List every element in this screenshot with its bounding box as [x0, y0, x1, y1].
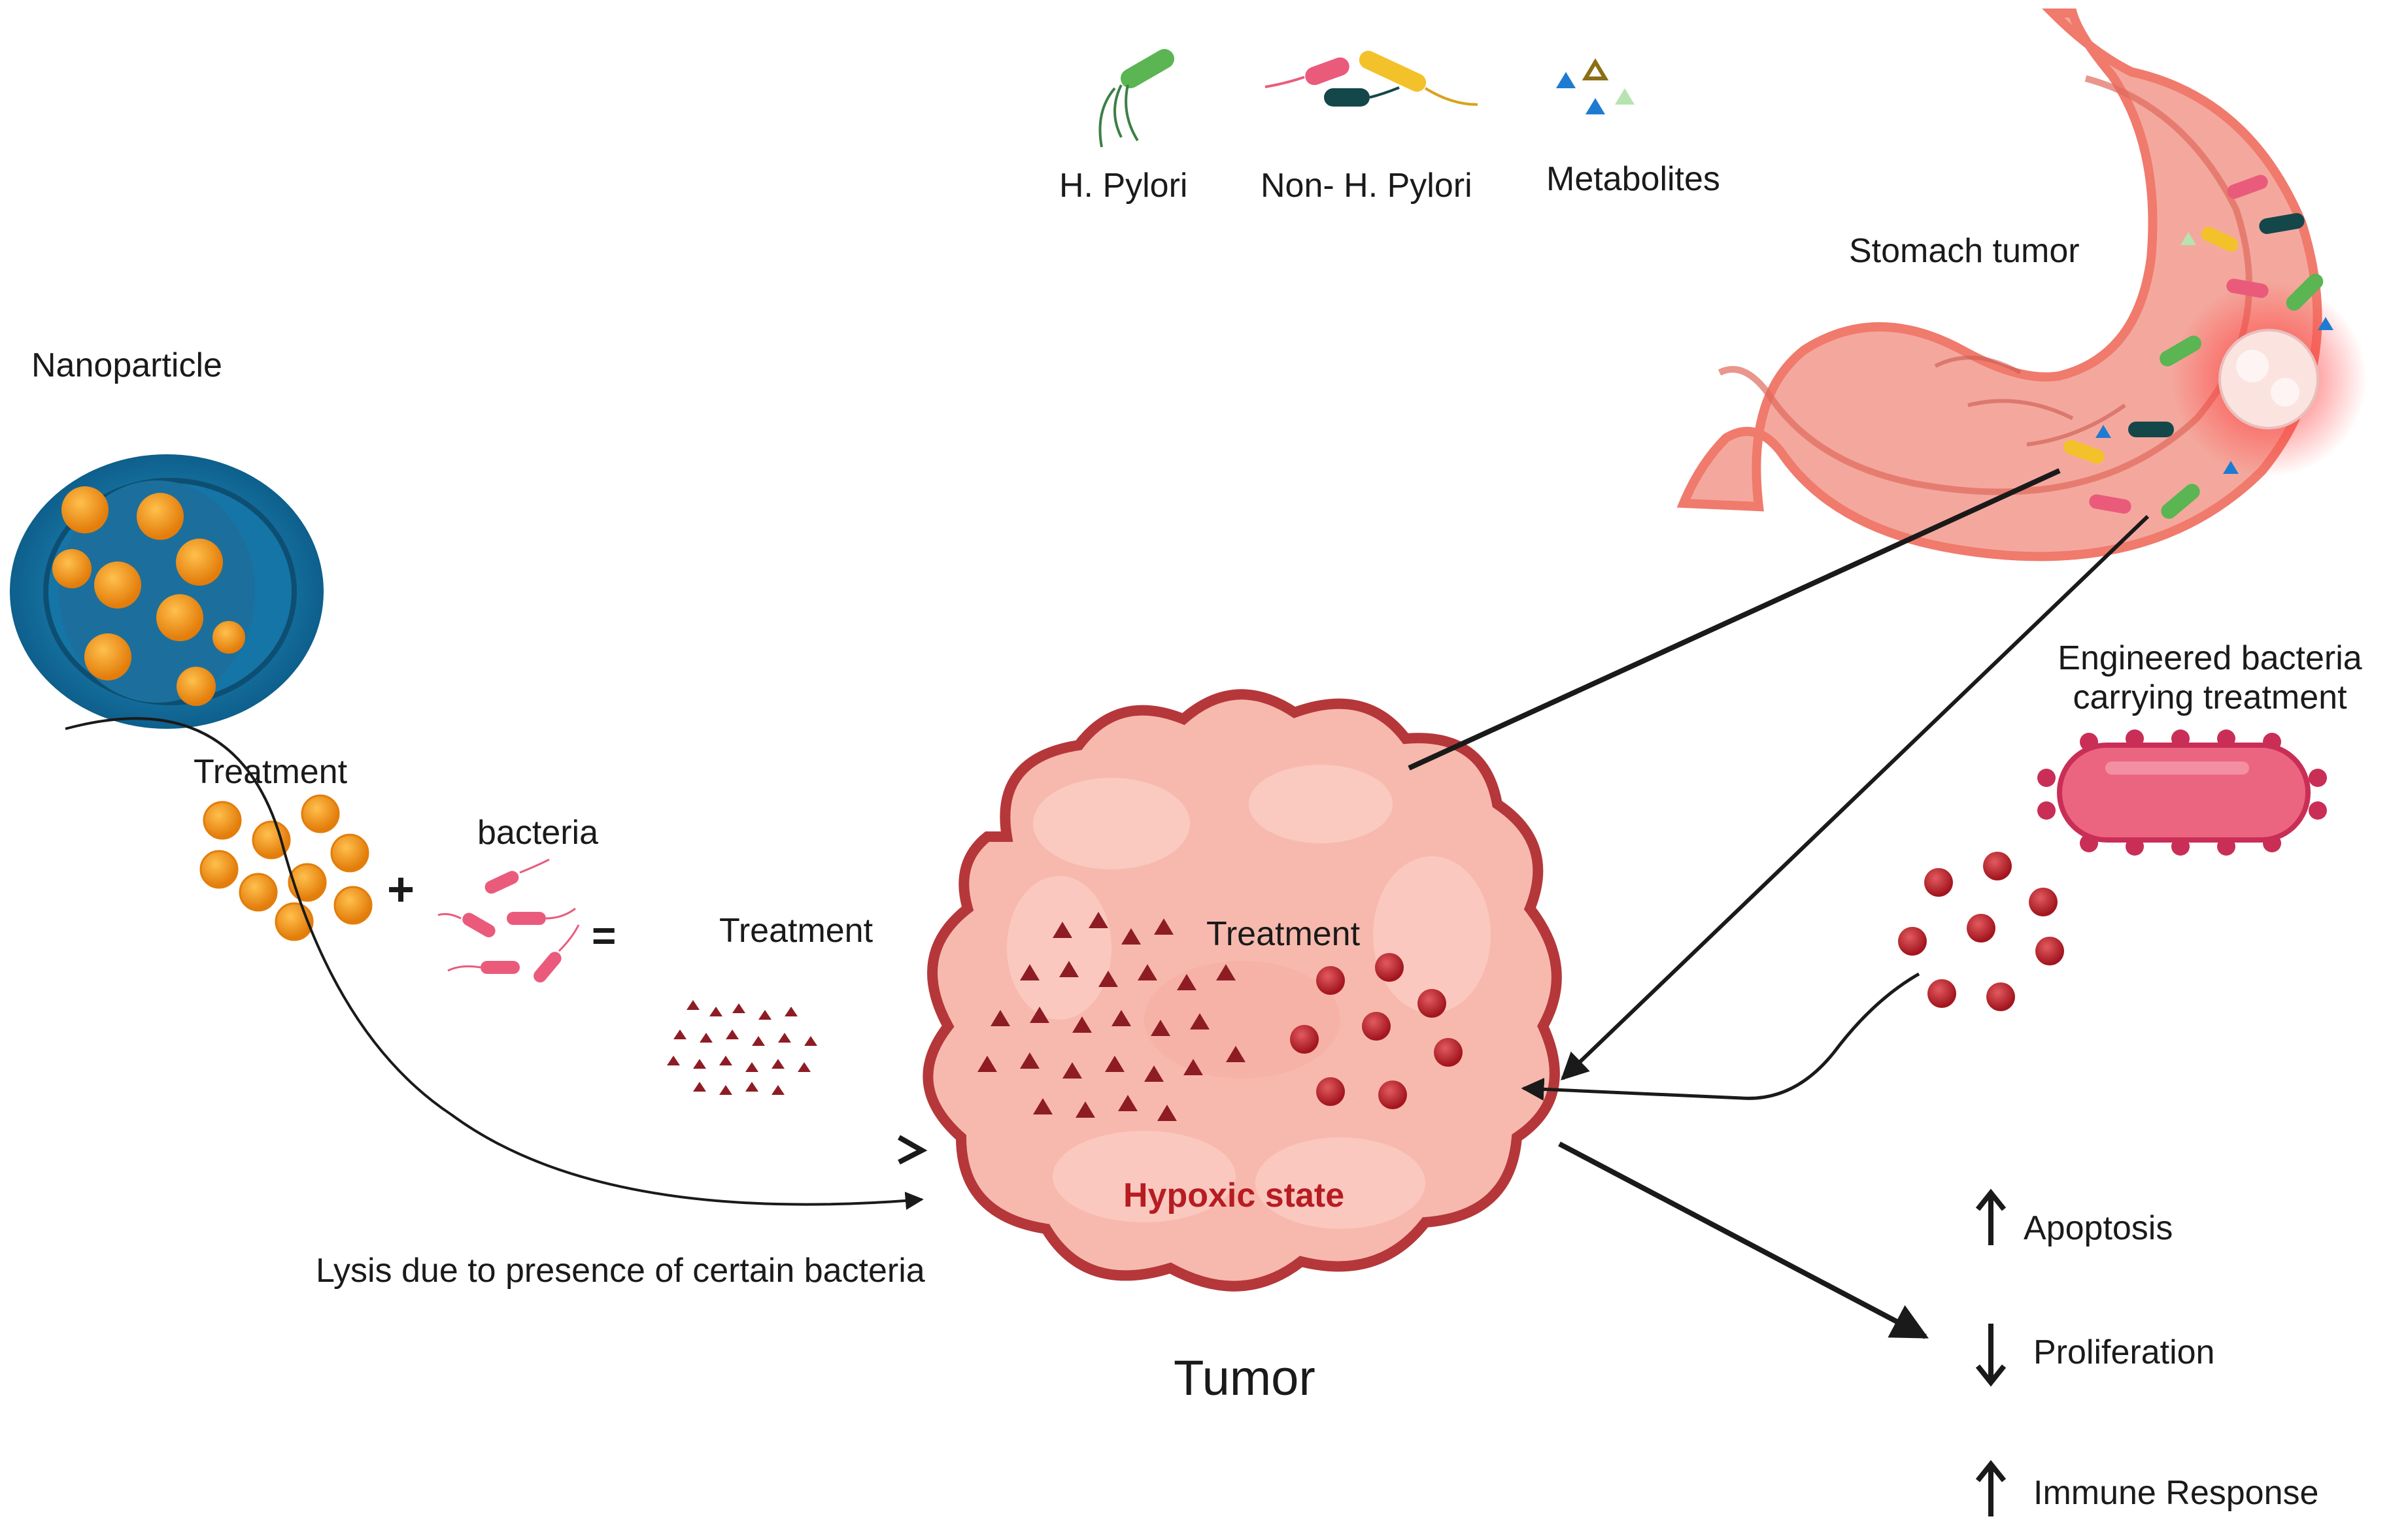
- up-arrow-icon: [1975, 1188, 2007, 1245]
- stomach-to-tumor-arrow: [1560, 514, 2150, 1080]
- nanoparticle-arrowhead: [898, 1135, 928, 1165]
- non-h-pylori-icon: [1264, 50, 1478, 107]
- engineered-bacteria-line2: carrying treatment: [2073, 678, 2347, 716]
- outcome-proliferation-label: Proliferation: [2033, 1333, 2215, 1371]
- stomach-to-tumor-line: [1408, 468, 2061, 771]
- stomach-tumor-label: Stomach tumor: [1849, 232, 2080, 270]
- arrows: [65, 468, 2150, 1339]
- tumor-treatment-dots: [1290, 953, 1463, 1109]
- tumor-treatment-triangles: [977, 912, 1246, 1121]
- nanoparticle-label: Nanoparticle: [31, 346, 222, 384]
- released-to-tumor-arrow: [1521, 972, 1920, 1101]
- tumor-to-outcomes-arrow: [1558, 1141, 1929, 1339]
- down-arrow-icon: [1975, 1324, 2007, 1387]
- treatment-mix-label: Treatment: [719, 912, 873, 950]
- lysis-label: Lysis due to presence of certain bacteri…: [316, 1252, 925, 1290]
- equals-sign: =: [592, 912, 617, 959]
- legend-non-h-pylori-label: Non- H. Pylori: [1261, 167, 1472, 205]
- engineered-bacteria-line1: Engineered bacteria: [2058, 639, 2362, 677]
- nanoparticle-icon: [10, 454, 324, 729]
- engineered-bacteria-label: Engineered bacteria carrying treatment: [2046, 639, 2373, 718]
- nanoparticle-to-tumor-arrow: [65, 717, 924, 1210]
- legend-metabolites-label: Metabolites: [1546, 160, 1720, 198]
- plus-sign: +: [387, 863, 415, 916]
- stomach-icon: [1676, 8, 2367, 561]
- tumor-label: Tumor: [1174, 1350, 1315, 1406]
- up-arrow-icon: [1975, 1460, 2007, 1516]
- bacteria-group-icon: [437, 858, 580, 983]
- tumor-icon: [923, 689, 1562, 1292]
- legend-h-pylori-label: H. Pylori: [1059, 167, 1188, 205]
- outcome-immune-response-label: Immune Response: [2033, 1474, 2319, 1512]
- treatment-beads: [199, 794, 373, 941]
- treatment-triangles-icon: [667, 1000, 817, 1095]
- treatment-tumor-label: Treatment: [1206, 915, 1361, 953]
- released-treatment-dots: [1898, 852, 2064, 1011]
- bacteria-label: bacteria: [477, 814, 598, 852]
- outcome-apoptosis-label: Apoptosis: [2024, 1209, 2173, 1247]
- treatment-nanoparticle-label: Treatment: [194, 753, 348, 791]
- engineered-bacterium-icon: [2037, 729, 2327, 856]
- h-pylori-icon: [1098, 49, 1174, 148]
- hypoxic-state-label: Hypoxic state: [1123, 1177, 1345, 1214]
- metabolites-icon: [1556, 58, 1635, 114]
